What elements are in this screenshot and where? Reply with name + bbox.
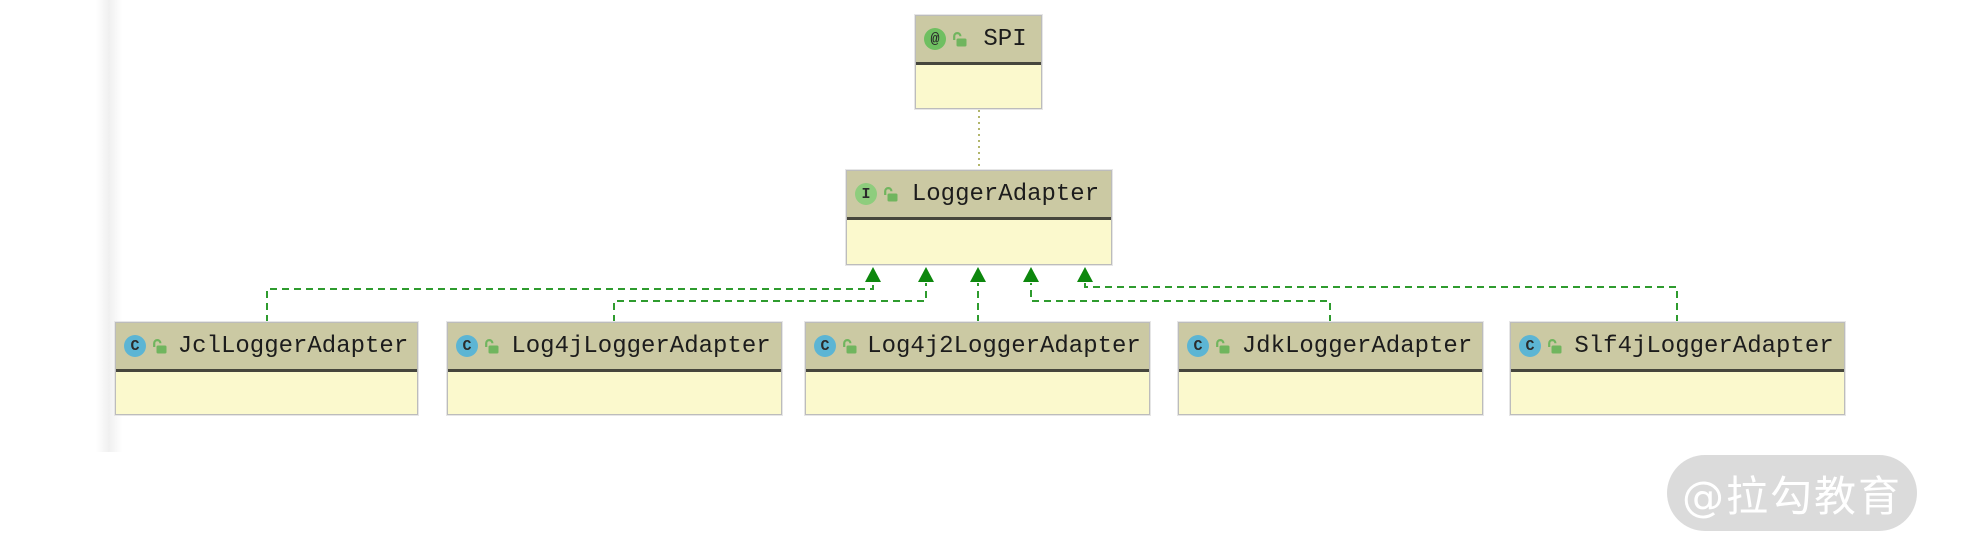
node-body xyxy=(448,372,781,414)
node-body xyxy=(847,220,1111,264)
node-title: LoggerAdapter xyxy=(911,180,1100,208)
node-body xyxy=(116,372,417,414)
node-title: Log4jLoggerAdapter xyxy=(511,332,771,360)
implements-arrowhead xyxy=(918,267,934,282)
node-title: JclLoggerAdapter xyxy=(177,332,409,360)
public-open-lock-icon xyxy=(151,338,168,355)
node-header: C Log4jLoggerAdapter xyxy=(448,323,781,372)
edge-implements-slf4j xyxy=(1084,283,1678,322)
uml-node-slf4j-logger-adapter[interactable]: C Slf4jLoggerAdapter xyxy=(1510,322,1845,415)
node-body xyxy=(1511,372,1844,414)
public-open-lock-icon xyxy=(1546,338,1563,355)
implements-arrowhead xyxy=(865,267,881,282)
class-icon: C xyxy=(1187,335,1209,357)
public-open-lock-icon xyxy=(483,338,500,355)
public-open-lock-icon xyxy=(1214,338,1231,355)
node-header: C JdkLoggerAdapter xyxy=(1179,323,1482,372)
class-icon: C xyxy=(124,335,146,357)
public-open-lock-icon xyxy=(951,31,968,48)
edge-implements-jcl xyxy=(266,283,874,322)
node-header: @ SPI xyxy=(916,16,1041,65)
edge-implements-log4j xyxy=(613,283,927,322)
class-icon: C xyxy=(456,335,478,357)
watermark-badge: @拉勾教育 xyxy=(1667,455,1917,531)
node-header: I LoggerAdapter xyxy=(847,171,1111,220)
uml-node-spi[interactable]: @ SPI xyxy=(915,15,1042,109)
annotation-icon: @ xyxy=(924,28,946,50)
implements-arrowhead xyxy=(1077,267,1093,282)
uml-node-log4j2-logger-adapter[interactable]: C Log4j2LoggerAdapter xyxy=(805,322,1150,415)
edge-implements-jdk xyxy=(1030,283,1331,322)
node-title: Log4j2LoggerAdapter xyxy=(867,332,1141,360)
interface-icon: I xyxy=(855,183,877,205)
node-title: SPI xyxy=(983,25,1027,53)
class-icon: C xyxy=(1519,335,1541,357)
node-header: C Log4j2LoggerAdapter xyxy=(806,323,1149,372)
node-body xyxy=(1179,372,1482,414)
node-header: C JclLoggerAdapter xyxy=(116,323,417,372)
public-open-lock-icon xyxy=(882,186,899,203)
class-icon: C xyxy=(814,335,836,357)
node-body xyxy=(916,65,1041,108)
uml-node-jdk-logger-adapter[interactable]: C JdkLoggerAdapter xyxy=(1178,322,1483,415)
uml-node-log4j-logger-adapter[interactable]: C Log4jLoggerAdapter xyxy=(447,322,782,415)
node-title: JdkLoggerAdapter xyxy=(1241,332,1473,360)
uml-node-logger-adapter[interactable]: I LoggerAdapter xyxy=(846,170,1112,265)
implements-arrowhead xyxy=(970,267,986,282)
node-body xyxy=(806,372,1149,414)
public-open-lock-icon xyxy=(841,338,858,355)
node-header: C Slf4jLoggerAdapter xyxy=(1511,323,1844,372)
uml-node-jcl-logger-adapter[interactable]: C JclLoggerAdapter xyxy=(115,322,418,415)
watermark-text: @拉勾教育 xyxy=(1681,471,1902,521)
implements-arrowhead xyxy=(1023,267,1039,282)
node-title: Slf4jLoggerAdapter xyxy=(1574,332,1834,360)
